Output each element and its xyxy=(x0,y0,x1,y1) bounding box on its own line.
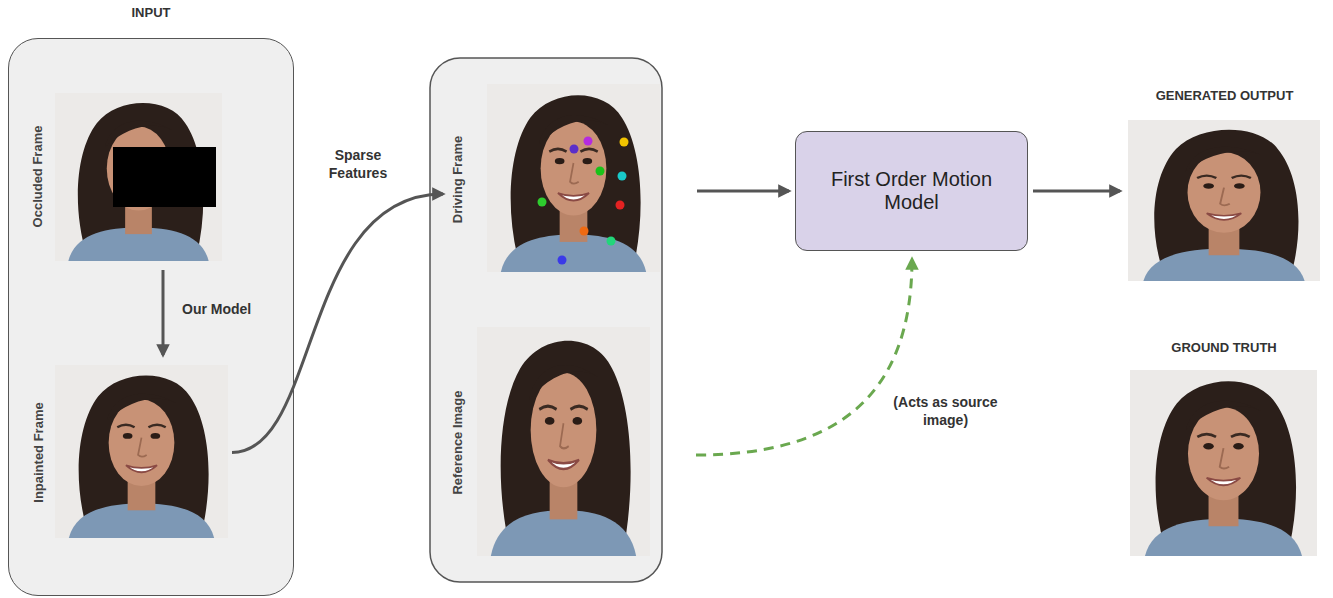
edge-label: Sparse Features xyxy=(318,146,398,182)
image-label: Reference Image xyxy=(450,390,465,494)
image-frame: Reference Image xyxy=(447,327,651,557)
image-label: Driving Frame xyxy=(450,135,465,222)
connector-arrow xyxy=(232,194,443,453)
edge-label: (Acts as source image) xyxy=(893,393,998,429)
panel-heading: INPUT xyxy=(8,5,294,20)
image-frame: Driving Frame xyxy=(447,84,661,274)
connector-arrow xyxy=(697,190,789,193)
image-frame: GENERATED OUTPUT xyxy=(1128,88,1321,282)
image-frame: Occluded Frame xyxy=(28,90,224,262)
edge-label: Our Model xyxy=(182,300,272,318)
connector-arrow xyxy=(162,270,165,355)
image-frame: Inpainted Frame xyxy=(28,365,230,540)
panel-heading: GROUND TRUTH xyxy=(1130,340,1318,355)
panel-heading: GENERATED OUTPUT xyxy=(1128,88,1321,103)
connector-arrow xyxy=(1033,190,1120,193)
image-label: Inpainted Frame xyxy=(31,402,46,502)
box-label: First Order Motion Model xyxy=(796,132,1027,250)
connector-arrow xyxy=(696,259,912,455)
image-label: Occluded Frame xyxy=(30,125,45,227)
image-frame: GROUND TRUTH xyxy=(1130,340,1318,557)
process-box: First Order Motion Model xyxy=(795,131,1028,251)
